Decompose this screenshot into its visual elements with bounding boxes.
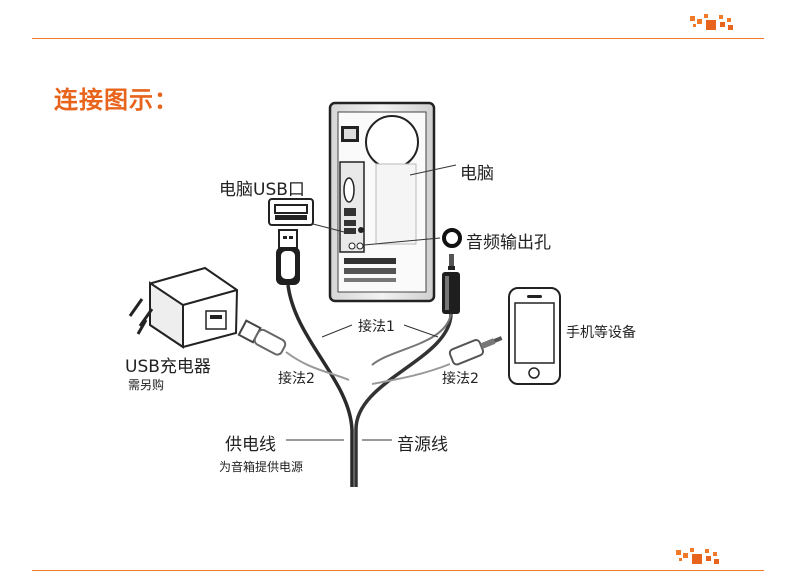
bottom-divider: [32, 570, 764, 571]
audio-port-icon: [442, 228, 462, 248]
label-phone: 手机等设备: [566, 325, 636, 341]
brand-logo-icon: [690, 14, 733, 30]
label-power-desc: 为音箱提供电源: [219, 460, 304, 474]
charger-icon: [128, 266, 239, 349]
label-pc: 电脑: [460, 164, 494, 184]
usb-plug-icon: [276, 229, 300, 285]
audio-jack-icon: [442, 254, 460, 314]
label-method-2-left: 接法2: [278, 371, 315, 387]
label-buy-separately: 需另购: [128, 378, 165, 392]
brand-logo-icon: [676, 548, 719, 564]
label-audio-out: 音频输出孔: [466, 233, 551, 253]
label-method-2-right: 接法2: [442, 371, 479, 387]
usb-port-icon: [268, 198, 314, 226]
top-divider: [32, 38, 764, 39]
label-usb-charger: USB充电器: [125, 357, 211, 377]
label-method-1: 接法1: [358, 319, 395, 335]
smartphone-icon: [508, 287, 561, 385]
label-audio-line: 音源线: [397, 435, 448, 455]
pc-tower-icon: [328, 101, 436, 303]
label-pc-usb: 电脑USB口: [219, 180, 305, 200]
page-title: 连接图示：: [54, 86, 179, 114]
audio-jack-angled-icon: [448, 336, 503, 366]
usb-plug-angled-icon: [237, 319, 287, 356]
label-power-line: 供电线: [225, 435, 276, 455]
